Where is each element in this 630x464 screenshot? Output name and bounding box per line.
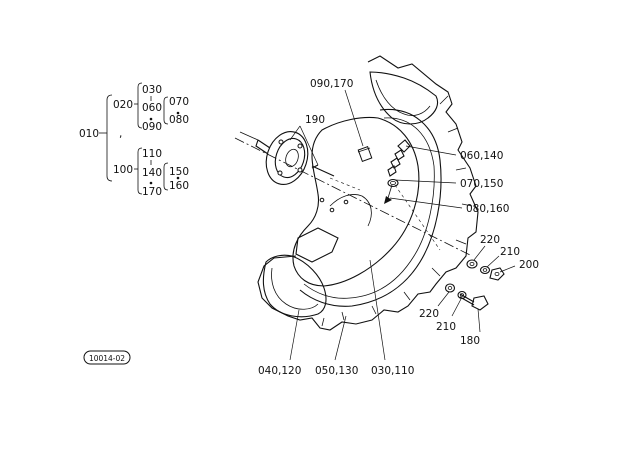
wheel-assembly (234, 55, 505, 331)
wheel-disc-plate (292, 116, 420, 287)
label-190: 190 (305, 114, 325, 126)
wheel-disc-lower-flange (295, 227, 339, 263)
tree-group-a-item-3: 090 (142, 121, 162, 133)
hub-flange (239, 131, 309, 185)
tree-group-a-sub-2: 080 (169, 114, 189, 126)
label-060-140: 060,140 (460, 150, 503, 162)
callout-leaders (289, 89, 516, 361)
wheel-disc-bevel (329, 194, 372, 227)
tree-group-a-code: 020 (113, 99, 133, 111)
tree-group-a-bracket (137, 82, 143, 129)
part-tree: 010 , 020 030 060 090 070 080 100 110 14… (79, 82, 189, 198)
figure-id-badge: 10014-02 (83, 350, 131, 365)
label-200: 200 (519, 259, 539, 271)
tyre-inner-rim (299, 108, 442, 307)
assembly-guides (329, 177, 441, 251)
tree-group-b-item-1: 110 (142, 148, 162, 160)
label-050-130: 050,130 (315, 365, 358, 377)
tree-group-b-item-3: 170 (142, 186, 162, 198)
tyre-outer-with-lugs (257, 55, 479, 331)
valve-stem-parts (384, 139, 411, 204)
callout-labels: 090,170 190 060,140 070,150 080,160 220 … (258, 78, 539, 377)
label-090-170: 090,170 (310, 78, 353, 90)
tree-group-b-code: 100 (113, 164, 133, 176)
tree-root-010: 010 (79, 128, 99, 140)
label-070-150: 070,150 (460, 178, 503, 190)
label-040-120: 040,120 (258, 365, 301, 377)
label-220-upper: 220 (480, 234, 500, 246)
valve-plate (357, 146, 373, 162)
tree-group-a-sub-bracket (163, 96, 169, 125)
tree-group-b-sub-bracket (163, 162, 169, 191)
tyre-inner-rim-2 (303, 117, 435, 299)
tread-lug-lines (321, 95, 473, 327)
stud-bolt-190 (311, 165, 335, 177)
label-220-lower: 220 (419, 308, 439, 320)
tree-group-b-sub-2: 160 (169, 180, 189, 192)
label-030-110: 030,110 (371, 365, 414, 377)
label-210-upper: 210 (500, 246, 520, 258)
tree-group-b-bracket (137, 147, 143, 195)
bolt-washer-set-lower (444, 283, 489, 311)
label-080-160: 080,160 (466, 203, 509, 215)
tree-main-bracket (106, 94, 113, 182)
label-210-lower: 210 (436, 321, 456, 333)
nut-washer-set-upper (466, 259, 505, 281)
tree-separator: , (119, 128, 122, 140)
tree-group-b-item-2: 140 (142, 167, 162, 179)
tyre-lower-cutaway (262, 254, 327, 318)
tree-group-b-sub-1: 150 (169, 166, 189, 178)
label-180: 180 (460, 335, 480, 347)
tree-group-a-sub-1: 070 (169, 96, 189, 108)
tree-group-a-item-1: 030 (142, 84, 162, 96)
figure-id-text: 10014-02 (89, 354, 125, 363)
tree-group-a-item-2: 060 (142, 102, 162, 114)
tyre-upper-cutaway (369, 71, 439, 125)
center-axis-line (234, 137, 471, 256)
